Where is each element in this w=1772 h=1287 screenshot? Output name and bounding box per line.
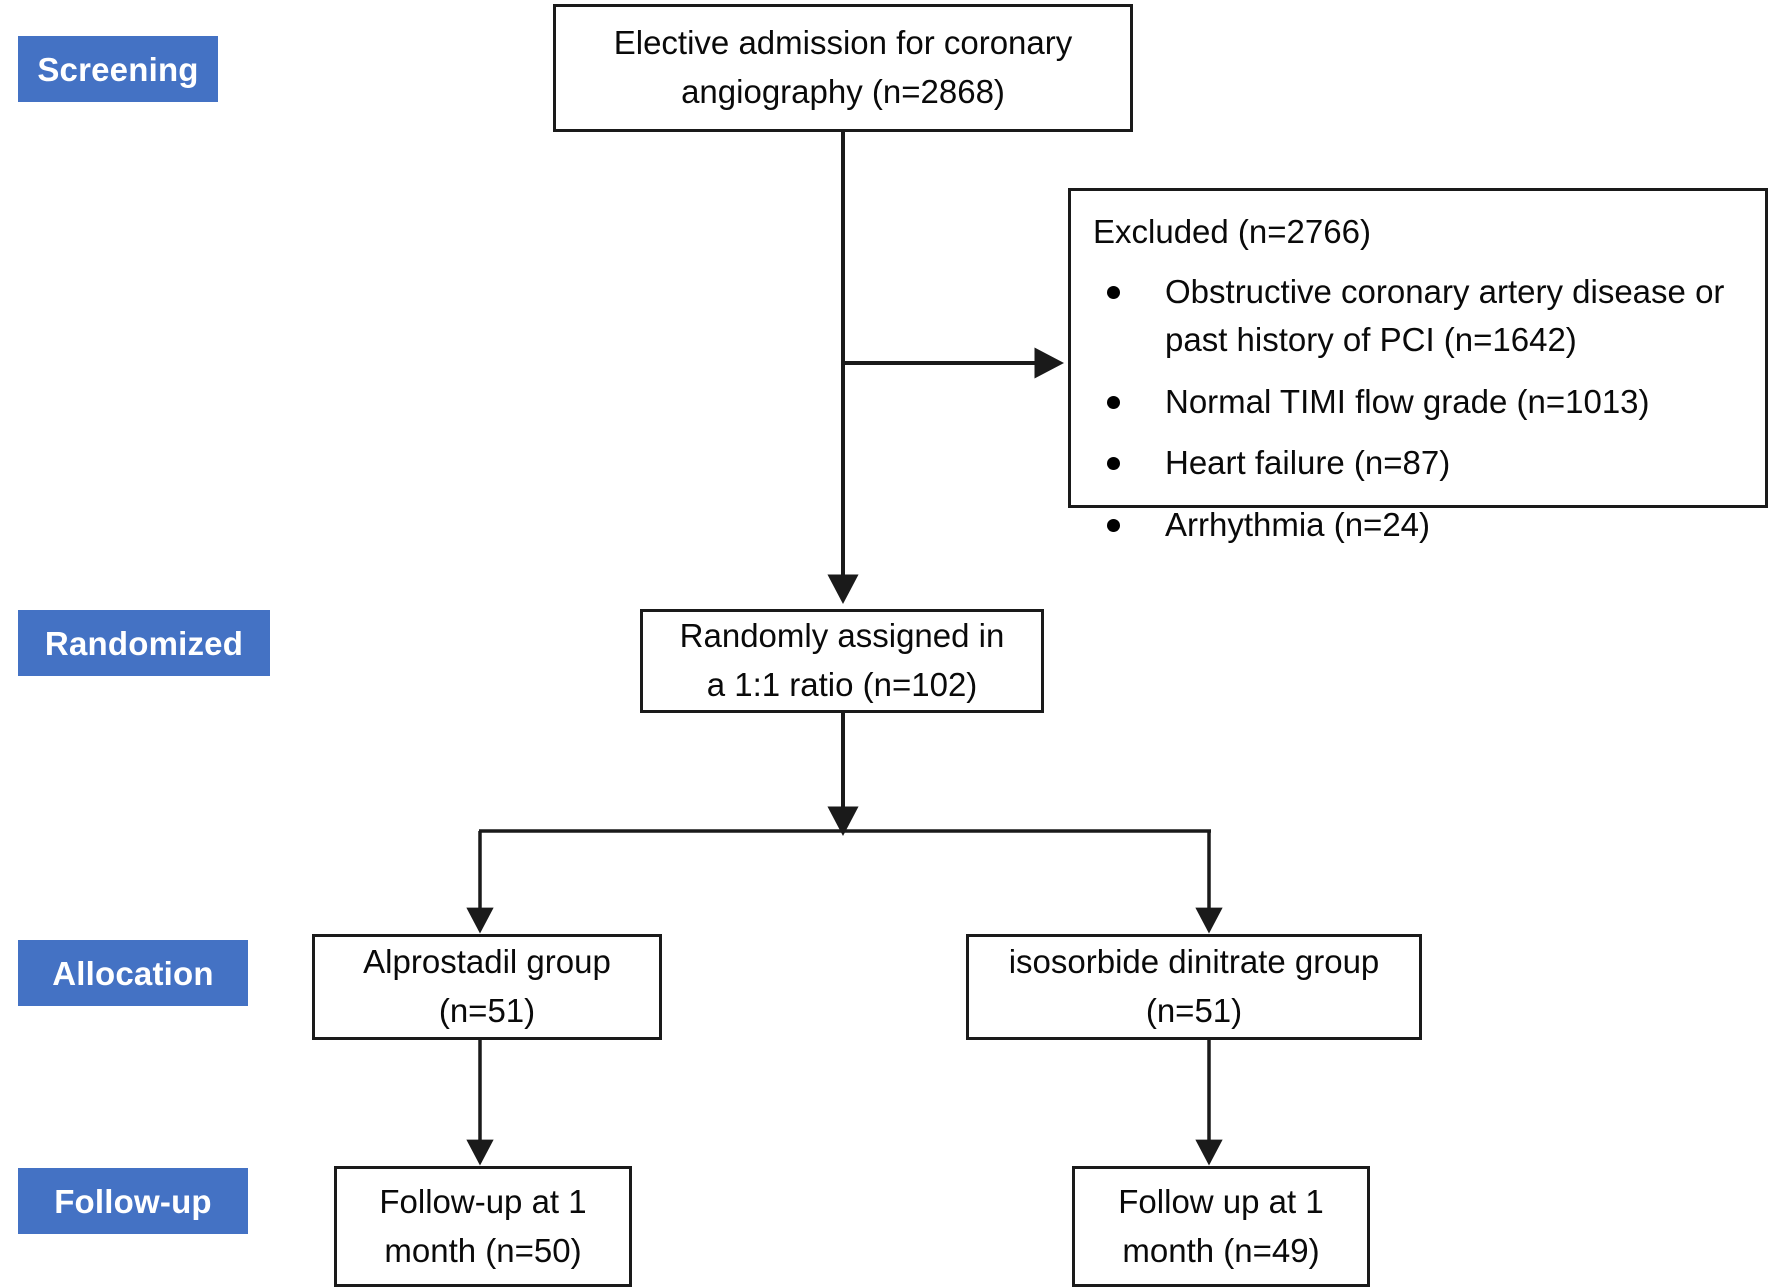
excluded-box-title: Excluded (n=2766)	[1093, 213, 1371, 250]
stage-label-followup: Follow-up	[18, 1168, 248, 1234]
stage-label-allocation-text: Allocation	[52, 954, 214, 992]
excluded-reason-line: or past history of PCI (n=1642)	[1165, 272, 1725, 358]
excluded-reason-item: Normal TIMI flow grade (n=1013)	[1093, 378, 1757, 426]
stage-label-allocation: Allocation	[18, 940, 248, 1006]
allocation-box-alprostadil: Alprostadil group (n=51)	[312, 934, 662, 1040]
excluded-reason-item: Arrhythmia (n=24)	[1093, 501, 1757, 549]
bullet-icon	[1107, 285, 1120, 299]
randomized-box: Randomly assigned in a 1:1 ratio (n=102)	[640, 609, 1044, 713]
followup-box-right-line-1: Follow up at 1	[1118, 1182, 1324, 1220]
allocation-box-isosorbide-line-1: isosorbide dinitrate group	[1008, 943, 1380, 981]
excluded-box: Excluded (n=2766) Obstructive coronary a…	[1068, 188, 1768, 543]
excluded-reason-line: Heart failure (n=87)	[1165, 444, 1451, 482]
bullet-icon	[1107, 395, 1120, 409]
stage-label-randomized: Randomized	[18, 610, 270, 676]
randomized-box-line-1: Randomly assigned in	[679, 617, 1005, 655]
followup-box-left-line-2: month (n=50)	[384, 1231, 582, 1269]
excluded-reason-line: Obstructive coronary artery disease	[1165, 272, 1686, 310]
screening-box: Elective admission for coronary angiogra…	[553, 4, 1133, 132]
followup-box-right-line-2: month (n=49)	[1122, 1231, 1320, 1269]
excluded-reason-item: Obstructive coronary artery disease or p…	[1093, 268, 1757, 364]
randomized-box-line-2: a 1:1 ratio (n=102)	[706, 666, 978, 703]
excluded-reason-line: Normal TIMI flow grade (n=1013)	[1165, 382, 1650, 420]
excluded-reason-line: Arrhythmia (n=24)	[1165, 506, 1431, 544]
allocation-box-alprostadil-line-1: Alprostadil group	[363, 943, 611, 981]
excluded-reason-item: Heart failure (n=87)	[1093, 439, 1757, 487]
followup-box-right: Follow up at 1 month (n=49)	[1072, 1166, 1370, 1287]
allocation-box-alprostadil-line-2: (n=51)	[438, 992, 536, 1029]
excluded-reason-list: Obstructive coronary artery disease or p…	[1093, 268, 1757, 563]
bullet-icon	[1107, 519, 1120, 533]
stage-label-screening: Screening	[18, 36, 218, 102]
followup-box-left-line-1: Follow-up at 1	[379, 1182, 587, 1220]
allocation-box-isosorbide-line-2: (n=51)	[1145, 992, 1243, 1029]
bullet-icon	[1107, 457, 1120, 471]
followup-box-left: Follow-up at 1 month (n=50)	[334, 1166, 632, 1287]
stage-label-randomized-text: Randomized	[44, 624, 244, 662]
screening-box-line-2: angiography (n=2868)	[681, 73, 1005, 110]
allocation-box-isosorbide: isosorbide dinitrate group (n=51)	[966, 934, 1422, 1040]
screening-box-line-1: Elective admission for coronary	[613, 24, 1073, 62]
stage-label-screening-text: Screening	[37, 50, 199, 88]
stage-label-followup-text: Follow-up	[54, 1182, 212, 1220]
